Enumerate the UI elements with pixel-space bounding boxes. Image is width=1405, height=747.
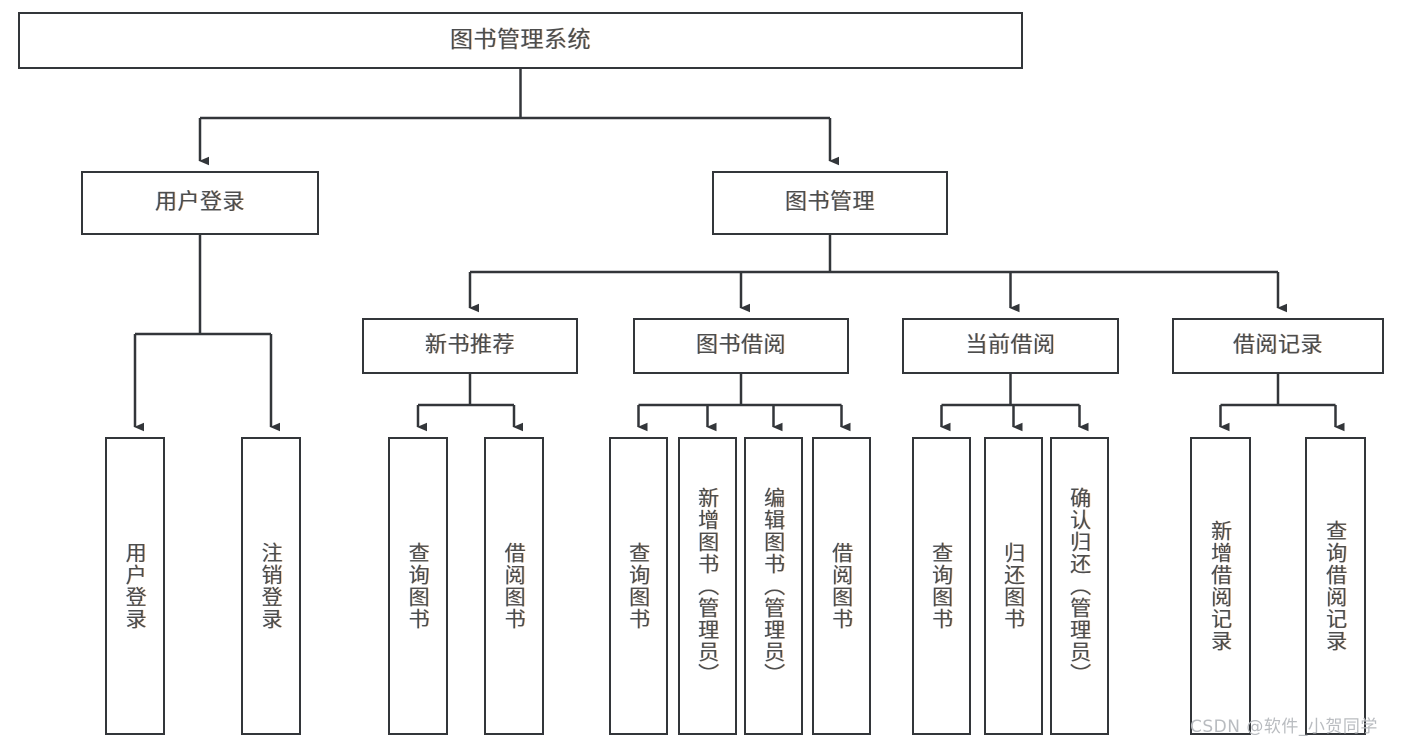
node-leaf-cb-return[interactable]: 归还图书 [984,437,1043,735]
node-leaf-br-add[interactable]: 新增借阅记录 [1190,437,1251,735]
node-label: 编辑图书（管理员） [761,487,786,685]
node-root[interactable]: 图书管理系统 [18,12,1023,69]
node-book-manage[interactable]: 图书管理 [712,171,948,235]
node-current-borrow[interactable]: 当前借阅 [902,318,1119,374]
node-borrow-record[interactable]: 借阅记录 [1172,318,1384,374]
node-new-book-rec[interactable]: 新书推荐 [362,318,578,374]
node-label: 查询图书 [929,542,954,630]
node-leaf-br-query[interactable]: 查询借阅记录 [1305,437,1366,735]
node-label: 查询图书 [626,542,651,630]
node-leaf-cb-confirm[interactable]: 确认归还（管理员） [1050,437,1109,735]
node-user-login[interactable]: 用户登录 [81,171,319,235]
node-label: 新书推荐 [424,332,515,358]
node-label: 借阅记录 [1232,332,1323,358]
node-label: 用户登录 [154,189,245,215]
node-label: 借阅图书 [502,542,527,630]
node-label: 图书借阅 [695,332,786,358]
node-leaf-cb-query[interactable]: 查询图书 [912,437,971,735]
node-book-borrow[interactable]: 图书借阅 [633,318,849,374]
node-leaf-nb-query[interactable]: 查询图书 [388,437,448,735]
node-leaf-bb-borrow[interactable]: 借阅图书 [812,437,871,735]
watermark-text: CSDN @软件_小贺同学 [1190,717,1378,737]
node-leaf-bb-query[interactable]: 查询图书 [609,437,668,735]
node-label: 图书管理 [784,189,875,215]
node-label: 归还图书 [1001,542,1026,630]
node-leaf-user-login[interactable]: 用户登录 [105,437,165,735]
node-label: 查询图书 [406,542,431,630]
node-label: 新增图书（管理员） [695,487,720,685]
node-leaf-nb-borrow[interactable]: 借阅图书 [484,437,544,735]
node-label: 借阅图书 [829,542,854,630]
node-label: 图书管理系统 [450,26,591,53]
node-label: 新增借阅记录 [1208,520,1233,652]
node-leaf-bb-add[interactable]: 新增图书（管理员） [678,437,737,735]
node-label: 查询借阅记录 [1323,520,1348,652]
node-leaf-logout[interactable]: 注销登录 [241,437,301,735]
node-label: 注销登录 [259,542,284,630]
node-label: 用户登录 [123,542,148,630]
node-label: 确认归还（管理员） [1067,487,1092,685]
node-leaf-bb-edit[interactable]: 编辑图书（管理员） [744,437,803,735]
node-label: 当前借阅 [965,332,1056,358]
